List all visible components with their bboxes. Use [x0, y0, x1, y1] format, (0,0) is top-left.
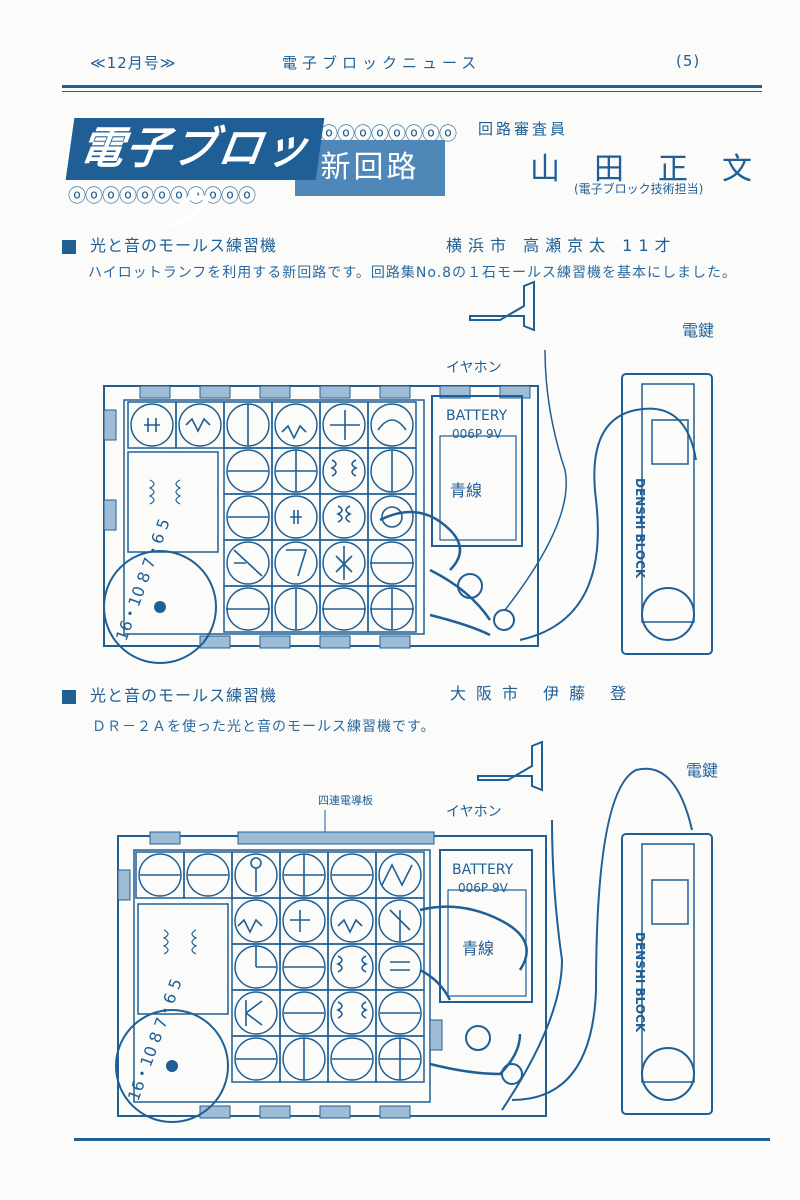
article2-battery-label: BATTERY — [452, 862, 514, 878]
article2-dial-numbers: 16・10 8 7・6 5 — [124, 976, 186, 1103]
article1-earphone-label: イヤホン — [446, 360, 502, 376]
article1-key-label: 電鍵 — [682, 321, 714, 340]
article2-diagram: 四連電導板 イヤホン 電鍵 BATTERY 006P 9V 青線 DENSHI … — [115, 740, 718, 1123]
conductor-plate — [237, 831, 435, 845]
speaker-dial-2 — [115, 1009, 229, 1123]
battery-2 — [439, 849, 533, 1003]
header-rule — [62, 85, 762, 88]
reviewer-name: 山田正文 — [530, 152, 786, 187]
banner-logo: 電子ブロック — [65, 118, 325, 236]
article2-battery-type: 006P 9V — [458, 881, 509, 895]
telegraph-key-1 — [621, 373, 713, 655]
article2-description: ＤＲ－２Ａを使った光と音のモールス練習機です。 — [92, 719, 436, 735]
page-number: (5) — [676, 52, 701, 70]
footer-rule — [74, 1138, 770, 1141]
header-rule-thin — [62, 91, 762, 92]
article1-title: 光と音のモールス練習機 — [90, 236, 278, 255]
article1-description: ハイロットランフを利用する新回路です。回路集No.8の１石モールス練習機を基本に… — [88, 265, 738, 281]
article1-battery-type: 006P 9V — [452, 427, 503, 441]
battery-1 — [431, 395, 523, 547]
article1-diagram: イヤホン 電鍵 BATTERY 006P 9V 青線 DENSHI BLOCK … — [103, 280, 714, 664]
article1-battery-label: BATTERY — [446, 408, 508, 424]
newsletter-title: 電子ブロックニュース — [282, 54, 482, 72]
article2-earphone-label: イヤホン — [446, 804, 502, 820]
bullet-square-icon — [62, 239, 76, 254]
article1-title-row: 光と音のモールス練習機 — [62, 232, 277, 256]
article1-author: 横浜市 高瀬京太 11才 — [446, 236, 677, 255]
article2-author: 大阪市 伊藤 登 — [450, 684, 637, 703]
telegraph-key-2 — [621, 833, 713, 1115]
reviewer-affiliation: (電子ブロック技術担当) — [574, 182, 704, 196]
article1-dial-numbers: 16・10 8 7・6 5 — [112, 516, 174, 643]
bullet-square-icon — [62, 689, 76, 704]
article2-key-label: 電鍵 — [686, 761, 718, 780]
article2-title-row: 光と音のモールス練習機 — [62, 682, 277, 706]
reviewer-role: 回路審査員 — [478, 120, 569, 138]
board-frame-1 — [103, 385, 539, 647]
article1-key-brand: DENSHI BLOCK — [633, 478, 647, 579]
chain-ornament-top: ⓞⓞⓞⓞⓞⓞⓞⓞ — [320, 124, 457, 145]
article2-plate-label: 四連電導板 — [318, 793, 373, 807]
article2-key-brand: DENSHI BLOCK — [633, 932, 647, 1033]
issue-label: ≪12月号≫ — [90, 54, 177, 72]
article1-wire-label: 青線 — [450, 481, 482, 500]
speaker-dial-1 — [103, 550, 217, 664]
article2-title: 光と音のモールス練習機 — [90, 686, 278, 705]
chain-ornament-bottom: ⓞⓞⓞⓞⓞⓞⓞⓞⓞⓞⓞ — [68, 186, 256, 207]
article2-wire-label: 青線 — [462, 939, 494, 958]
banner-new-circuit: 新回路 — [295, 140, 445, 196]
